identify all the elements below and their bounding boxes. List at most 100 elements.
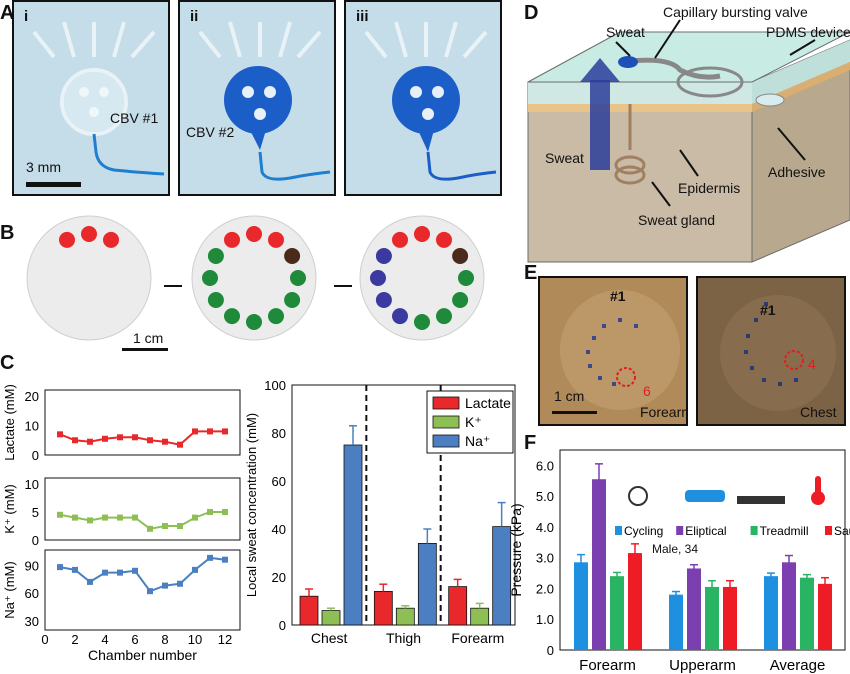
x-tick-label: Thigh — [386, 630, 421, 646]
bar — [723, 586, 737, 650]
data-point — [87, 578, 93, 585]
y-tick-label: 100 — [264, 378, 286, 393]
forearm-count: 6 — [643, 383, 651, 399]
chamber-dot — [436, 308, 452, 325]
legend-swatch — [432, 434, 460, 448]
y-tick-label: 40 — [272, 522, 286, 537]
data-point — [117, 569, 123, 576]
bar — [343, 444, 363, 626]
chamber-dot — [224, 308, 240, 325]
series-line — [59, 430, 225, 446]
y-tick-label: 5.0 — [536, 489, 554, 504]
bar — [574, 562, 588, 650]
forearm-site: Forearm — [640, 404, 688, 420]
sub-label-ii: ii — [190, 8, 199, 25]
chamber-dot — [452, 292, 469, 308]
data-point — [132, 567, 138, 574]
bar — [764, 576, 778, 650]
y-axis-label: Lactate (mM) — [2, 384, 17, 461]
y-tick-label: 3.0 — [536, 551, 554, 566]
chamber-dot — [375, 292, 392, 308]
data-point — [57, 431, 63, 438]
x-tick-label: 10 — [188, 632, 202, 647]
x-tick-label: 4 — [101, 632, 108, 647]
chamber-dot — [207, 248, 224, 264]
x-tick-label: 0 — [41, 632, 48, 647]
data-point — [177, 523, 183, 529]
legend-swatch — [750, 526, 758, 535]
bar — [687, 568, 701, 650]
legend-label: K⁺ — [465, 414, 482, 430]
chamber-dot — [207, 292, 224, 308]
bar — [470, 607, 490, 626]
axis-box — [44, 477, 241, 541]
data-point — [192, 566, 198, 573]
data-point — [117, 434, 123, 441]
bar — [610, 576, 624, 650]
bar — [448, 586, 468, 626]
data-point — [162, 582, 168, 589]
bar — [373, 590, 393, 626]
cycling-icon — [628, 486, 648, 506]
data-point — [162, 523, 168, 529]
chamber-dot — [268, 308, 284, 325]
device-disc — [191, 215, 317, 341]
y-tick-label: 4.0 — [536, 520, 554, 535]
y-tick-label: 90 — [25, 558, 39, 573]
data-point — [117, 514, 123, 521]
y-axis-label: Local sweat concentration (mM) — [244, 413, 259, 597]
bar — [782, 562, 796, 650]
chamber-dot — [284, 292, 301, 308]
chamber-dot — [290, 270, 306, 286]
legend-swatch — [432, 396, 460, 410]
sub-label-i: i — [24, 8, 29, 25]
y-tick-label: 20 — [272, 570, 286, 585]
chamber-dot — [392, 308, 408, 325]
device-photo-i — [14, 2, 168, 194]
elliptical-icon — [685, 490, 725, 502]
sub-label-iii: iii — [356, 8, 369, 25]
legend-label: Na⁺ — [465, 433, 490, 449]
label-sweat-top: Sweat — [606, 24, 645, 40]
chamber-dot — [414, 226, 430, 242]
legend-swatch — [676, 526, 684, 535]
data-point — [147, 525, 153, 532]
legend-label: Sauna — [834, 524, 850, 538]
y-tick-label: 20 — [25, 389, 39, 404]
chamber-dot — [246, 314, 262, 330]
cbv2-label: CBV #2 — [186, 124, 235, 140]
legend-swatch — [825, 526, 832, 535]
data-point — [72, 514, 78, 521]
legend-swatch — [615, 526, 622, 535]
data-point — [147, 437, 153, 444]
label-pdms: PDMS device — [766, 24, 850, 40]
data-point — [102, 514, 108, 521]
legend-swatch — [432, 415, 460, 429]
x-tick-label: 2 — [71, 632, 78, 647]
data-point — [72, 437, 78, 444]
bar — [800, 577, 814, 650]
y-axis-label: K⁺ (mM) — [2, 484, 17, 533]
bar — [417, 542, 437, 626]
data-point — [147, 588, 153, 595]
legend-label: Cycling — [624, 524, 663, 538]
data-point — [177, 580, 183, 587]
y-tick-label: 80 — [272, 426, 286, 441]
data-point — [222, 556, 228, 563]
chamber-dot — [436, 231, 452, 248]
axis-box — [44, 549, 241, 631]
data-point — [132, 514, 138, 521]
chamber-dot — [414, 314, 430, 330]
chamber-dot — [284, 248, 301, 264]
forearm-device — [540, 278, 686, 424]
data-point — [207, 428, 213, 435]
scale-1cm-e: 1 cm — [554, 388, 585, 404]
data-point — [192, 428, 198, 435]
panel-label-f: F — [524, 432, 537, 454]
chamber-dot — [202, 270, 218, 286]
data-point — [57, 564, 63, 571]
panel-b-devices — [26, 215, 485, 351]
bar — [705, 586, 719, 650]
chamber-dot — [452, 248, 469, 264]
photo-forearm: #1 6 Forearm 1 cm — [538, 276, 688, 426]
